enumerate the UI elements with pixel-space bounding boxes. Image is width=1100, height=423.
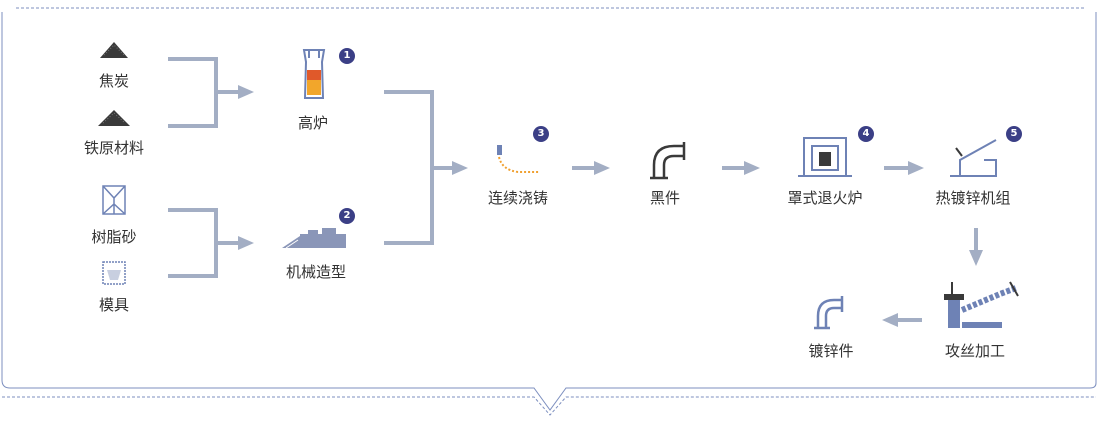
arrowhead-2	[238, 236, 254, 250]
machine-molding-label: 机械造型	[285, 263, 347, 281]
continuous-casting-label: 连续浇铸	[487, 189, 549, 207]
galvanized-part-label: 镀锌件	[808, 342, 854, 360]
iron-material-icon	[98, 110, 130, 126]
arrowheads	[238, 85, 983, 327]
arrowhead-4	[594, 161, 610, 175]
continuous-casting-icon	[497, 145, 540, 173]
step-badge-machine-molding: 2	[339, 208, 355, 224]
hood-annealing-furnace-label: 罩式退火炉	[787, 189, 863, 207]
step-badge-continuous-casting: 3	[533, 126, 549, 142]
machine-molding-icon	[282, 228, 346, 249]
blast-furnace-icon	[302, 49, 326, 99]
coke-icon	[100, 42, 128, 58]
step-badge-blast-furnace: 1	[339, 48, 355, 64]
arrowhead-1	[238, 85, 254, 99]
threading-label: 攻丝加工	[944, 342, 1006, 360]
arrowhead-8	[882, 313, 898, 327]
black-part-label: 黑件	[649, 189, 681, 207]
step-badge-hood-annealing-furnace: 4	[858, 126, 874, 142]
resin-sand-icon	[102, 185, 126, 215]
hot-dip-galvanizing-unit-label: 热镀锌机组	[935, 189, 1011, 207]
hot-dip-galvanizing-icon	[950, 139, 997, 177]
black-part-icon	[650, 142, 686, 180]
coke-label: 焦炭	[98, 72, 130, 90]
frame-border	[1, 7, 1097, 411]
hood-annealing-furnace-icon	[798, 137, 852, 177]
mold-icon	[102, 261, 126, 285]
arrowhead-6	[908, 161, 924, 175]
step-badge-hot-dip-galvanizing: 5	[1006, 126, 1022, 142]
iron-material-label: 铁原材料	[83, 139, 145, 157]
threading-machine-icon	[944, 281, 1019, 328]
arrowhead-7	[969, 250, 983, 266]
frame-solid	[1, 12, 1097, 411]
frame-dash-bottom	[2, 396, 1096, 416]
mold-label: 模具	[98, 296, 130, 314]
galvanized-part-icon	[814, 296, 844, 330]
arrowhead-5	[744, 161, 760, 175]
arrowhead-3	[452, 161, 468, 175]
blast-furnace-label: 高炉	[297, 114, 329, 132]
connectors	[168, 57, 978, 322]
resin-sand-label: 树脂砂	[91, 228, 137, 246]
